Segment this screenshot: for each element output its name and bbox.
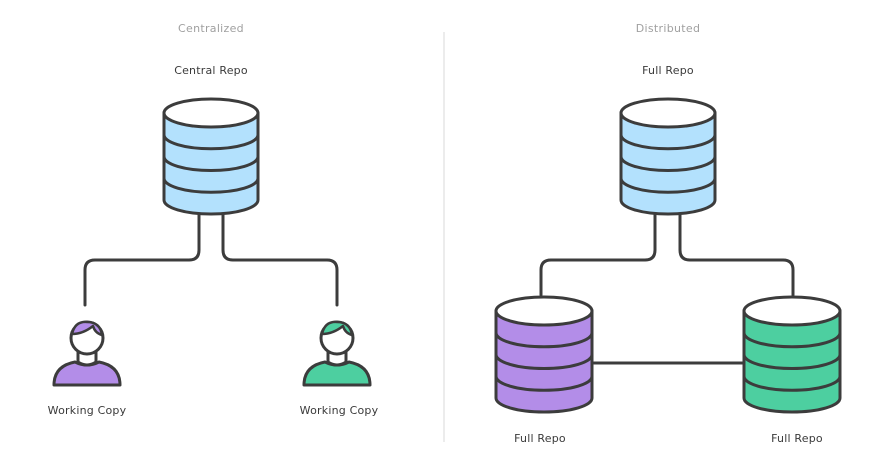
database-body [742,309,842,414]
working-copy-user-icon-2 [302,320,372,387]
user-neck [76,352,98,367]
section-title-centralized: Centralized [178,22,244,35]
database-band [742,375,842,392]
user-hair [320,320,354,337]
database-band [619,156,717,172]
database-band [162,177,260,194]
connector-dist-left [539,213,657,297]
database-top [742,295,842,327]
right-full-repo-label: Full Repo [771,432,823,445]
section-title-distributed: Distributed [635,22,701,35]
database-band [494,354,594,370]
central-repo-label: Central Repo [174,64,248,77]
left-full-repo-label: Full Repo [514,432,566,445]
database-top [162,97,260,129]
user-neck [326,352,348,367]
working-copy-label-1: Working Copy [47,404,127,417]
top-full-repo-label: Full Repo [642,64,694,77]
database-band [619,177,717,194]
connector-central-right [221,213,339,307]
database-body [494,309,594,414]
user-hair [70,320,104,337]
central-repo-database-icon [162,97,260,216]
database-band [494,332,594,349]
database-band [162,134,260,151]
database-body [619,111,717,216]
distributed-top-repo-database-icon [619,97,717,216]
database-top [494,295,594,327]
database-band [494,375,594,392]
database-body [162,111,260,216]
database-band [162,156,260,172]
connector-central-left [83,213,201,307]
working-copy-label-2: Working Copy [299,404,379,417]
distributed-left-repo-database-icon [494,295,594,414]
database-band [742,332,842,349]
database-band [619,134,717,151]
distributed-right-repo-database-icon [742,295,842,414]
database-top [619,97,717,129]
database-band [742,354,842,370]
working-copy-user-icon-1 [52,320,122,387]
connector-dist-right [678,213,795,297]
